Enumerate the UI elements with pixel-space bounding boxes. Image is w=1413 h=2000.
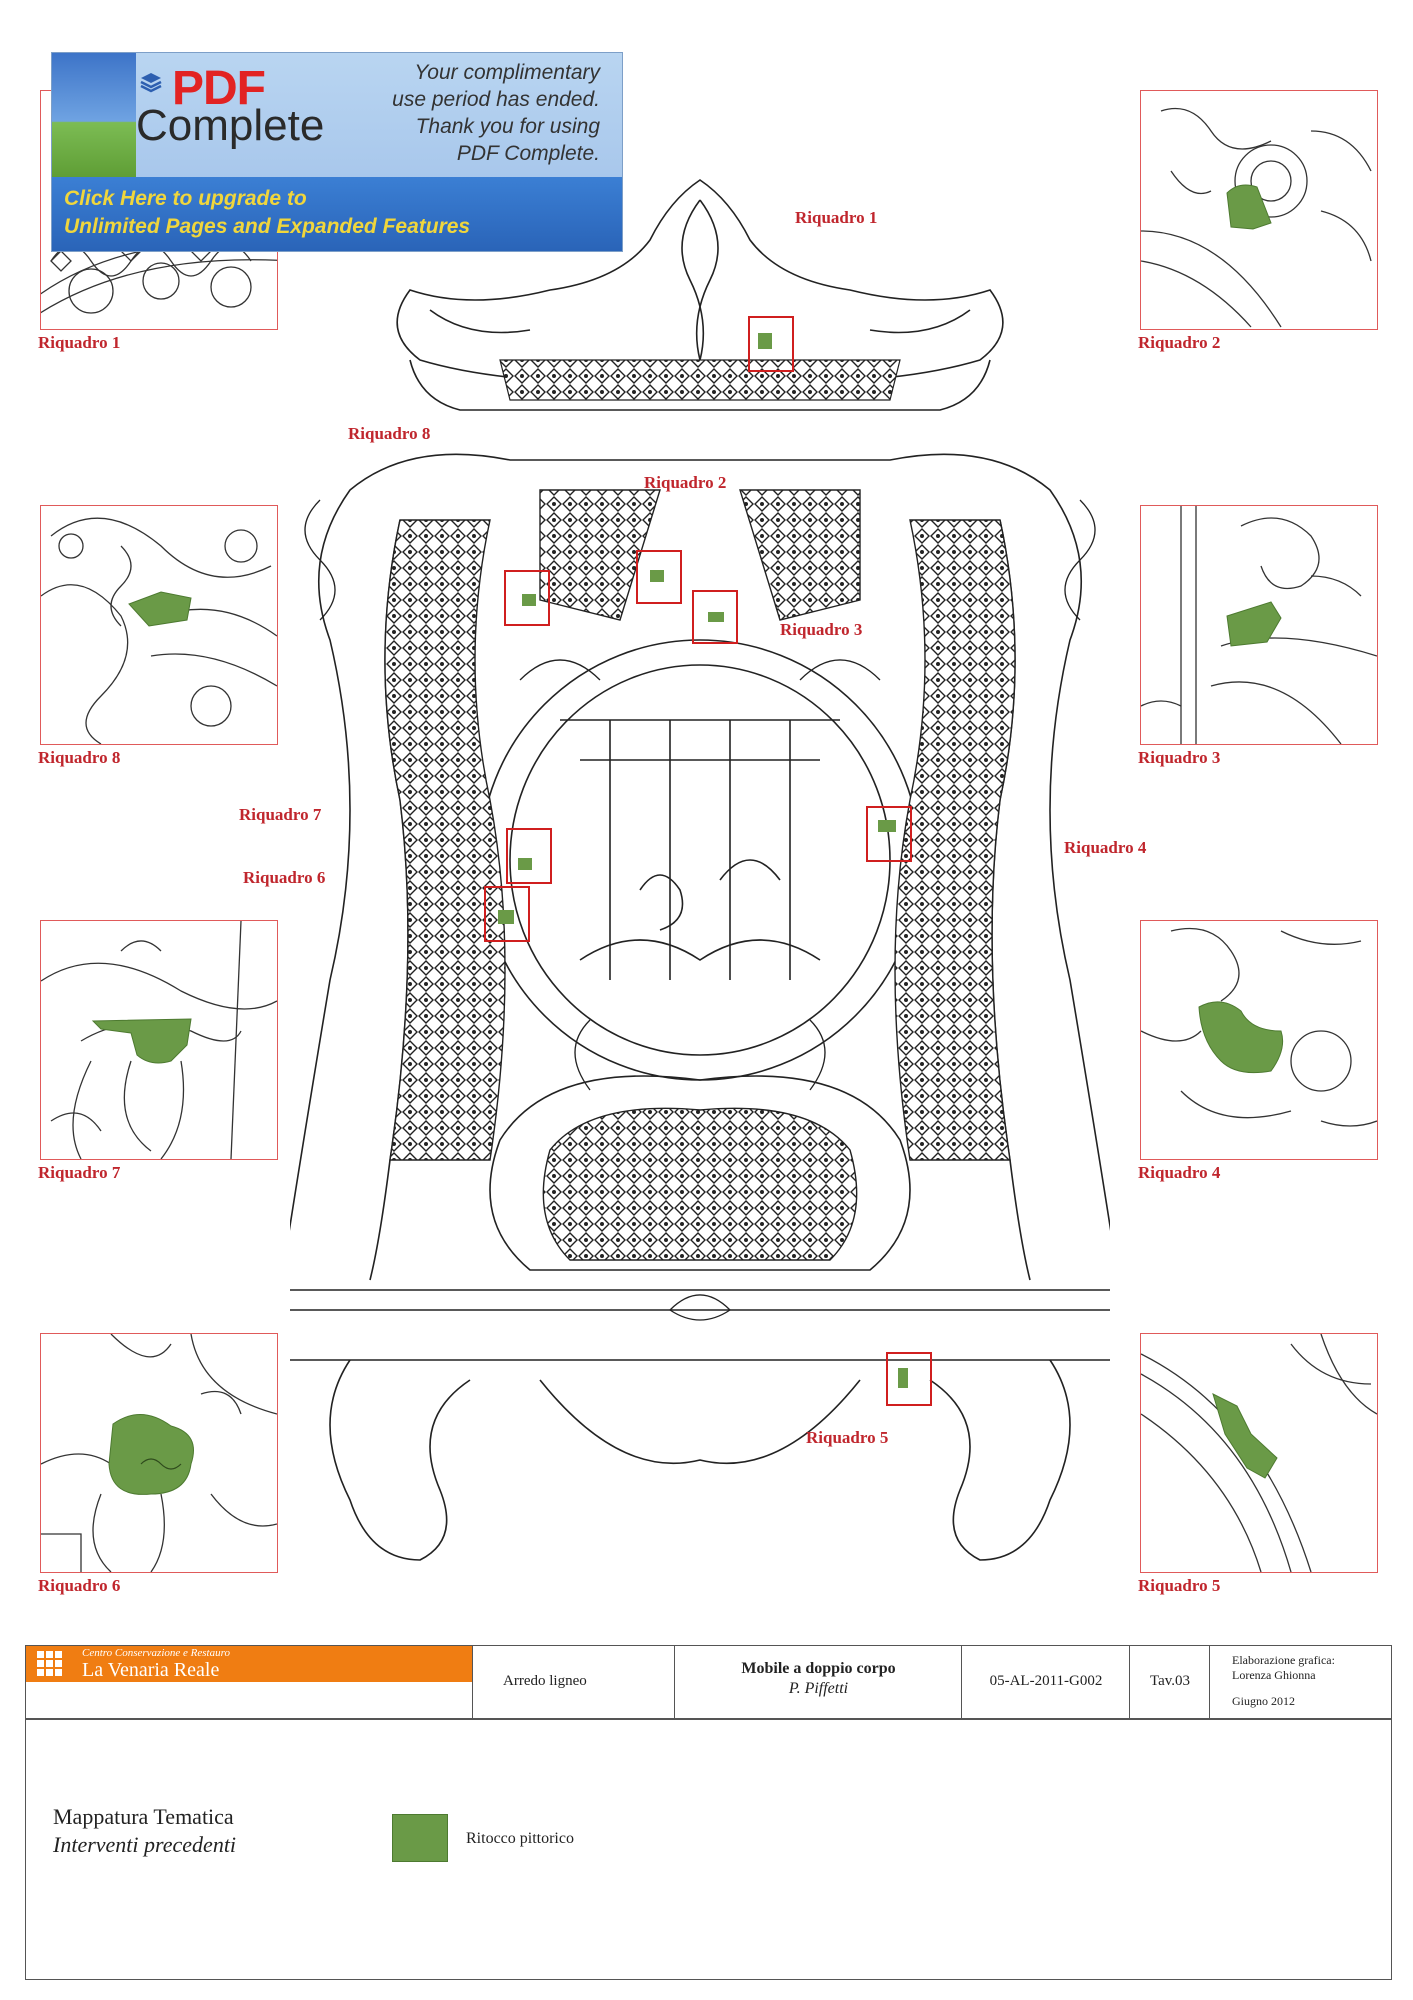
upper-left-lattice-panel <box>539 489 661 621</box>
sheet-cell: Tav.03 <box>1130 1646 1210 1718</box>
detail-panel-riquadro-5 <box>1140 1333 1378 1573</box>
callout-label: Riquadro 5 <box>806 1428 889 1447</box>
patch-6 <box>498 910 514 924</box>
cabinet-drawing <box>290 179 1110 1561</box>
header-row-divider <box>26 1718 1391 1720</box>
detail-panel-riquadro-2 <box>1140 90 1378 330</box>
credit-cell: Elaborazione grafica: Lorenza Ghionna Gi… <box>1210 1646 1393 1718</box>
institution-line2: La Venaria Reale <box>82 1659 220 1681</box>
category-text: Arredo ligneo <box>503 1673 587 1689</box>
patch-5 <box>898 1368 908 1388</box>
title-block: Centro Conservazione e Restauro La Venar… <box>25 1645 1392 1980</box>
detail-panel-riquadro-4 <box>1140 920 1378 1160</box>
message-line: Thank you for using <box>415 115 600 138</box>
sheet-number: Tav.03 <box>1149 1673 1191 1689</box>
expired-message: Your complimentary use period has ended.… <box>340 59 600 167</box>
institution-line1: Centro Conservazione e Restauro <box>82 1647 230 1659</box>
upgrade-line[interactable]: Unlimited Pages and Expanded Features <box>64 215 471 238</box>
patch-7 <box>518 858 532 870</box>
left-lattice-panel <box>384 519 506 1161</box>
upgrade-line[interactable]: Click Here to upgrade to <box>64 187 307 210</box>
panel-label: Riquadro 2 <box>1138 333 1221 352</box>
callout-label: Riquadro 6 <box>243 868 326 887</box>
detail-drawing-6 <box>41 1334 277 1572</box>
message-line: PDF Complete. <box>456 142 600 165</box>
lower-lattice-panel <box>542 1107 858 1261</box>
layers-logo-icon <box>140 71 162 93</box>
marker-riquadro-2 <box>636 550 682 604</box>
legend-item-label: Ritocco pittorico <box>466 1830 574 1847</box>
marker-riquadro-6 <box>484 886 530 942</box>
panel-label: Riquadro 1 <box>38 333 121 352</box>
credit-name: Lorenza Ghionna <box>1232 1668 1316 1682</box>
callout-label: Riquadro 4 <box>1064 838 1147 857</box>
marker-riquadro-8 <box>504 570 550 626</box>
marker-riquadro-1 <box>748 316 794 372</box>
patch-4 <box>878 820 896 832</box>
patch-8 <box>522 594 536 606</box>
date-text: Giugno 2012 <box>1232 1694 1295 1708</box>
institution-logo-icon <box>36 1650 64 1678</box>
brand-complete: Complete <box>136 101 325 150</box>
institution-cell: Centro Conservazione e Restauro La Venar… <box>26 1646 472 1718</box>
callout-label: Riquadro 3 <box>780 620 863 639</box>
institution-logo-bar <box>26 1646 472 1682</box>
callout-label: Riquadro 7 <box>239 805 322 824</box>
callout-label: Riquadro 1 <box>795 208 878 227</box>
legend-heading: Mappatura Tematica <box>53 1804 234 1829</box>
panel-label: Riquadro 4 <box>1138 1163 1221 1182</box>
message-line: use period has ended. <box>392 88 600 111</box>
detail-drawing-2 <box>1141 107 1372 328</box>
patch-1 <box>758 333 772 349</box>
panel-label: Riquadro 3 <box>1138 748 1221 767</box>
marker-riquadro-3 <box>692 590 738 644</box>
upgrade-link[interactable]: Click Here to upgrade to Unlimited Pages… <box>52 177 622 251</box>
detail-drawing-4 <box>1141 927 1377 1127</box>
code-cell: 05-AL-2011-G002 <box>962 1646 1130 1718</box>
legend-subheading: Interventi precedenti <box>53 1832 237 1857</box>
marker-riquadro-4 <box>866 806 912 862</box>
credit-label: Elaborazione grafica: <box>1232 1653 1335 1667</box>
detail-drawing-5 <box>1141 1334 1377 1572</box>
marker-riquadro-7 <box>506 828 552 884</box>
legend-swatch-ritocco <box>392 1814 448 1862</box>
object-title: Mobile a doppio corpo <box>741 1660 896 1677</box>
object-cell: Mobile a doppio corpo P. Piffetti <box>675 1646 962 1718</box>
detail-drawing-8 <box>41 517 277 744</box>
detail-panel-riquadro-6 <box>40 1333 278 1573</box>
callout-label: Riquadro 2 <box>644 473 727 492</box>
callout-label: Riquadro 8 <box>348 424 431 443</box>
patch-2 <box>650 570 664 582</box>
message-line: Your complimentary <box>414 61 600 84</box>
drawing-code: 05-AL-2011-G002 <box>989 1673 1103 1689</box>
panel-label: Riquadro 8 <box>38 748 121 767</box>
detail-drawing-3 <box>1141 506 1377 744</box>
pdf-complete-upgrade-banner[interactable]: PDF Complete Your complimentary use peri… <box>51 52 623 252</box>
marker-riquadro-5 <box>886 1352 932 1406</box>
cornice-lattice-band <box>499 359 901 401</box>
umbrella-jumper-photo <box>52 53 136 177</box>
brand-pdf: PDF <box>172 62 266 115</box>
detail-drawing-7 <box>41 921 277 1159</box>
object-author: P. Piffetti <box>788 1680 849 1697</box>
panel-label: Riquadro 7 <box>38 1163 121 1182</box>
upper-right-lattice-panel <box>739 489 861 621</box>
panel-label: Riquadro 5 <box>1138 1576 1221 1595</box>
panel-label: Riquadro 6 <box>38 1576 121 1595</box>
right-lattice-panel <box>894 519 1016 1161</box>
detail-panel-riquadro-3 <box>1140 505 1378 745</box>
patch-3 <box>708 612 724 622</box>
detail-panel-riquadro-7 <box>40 920 278 1160</box>
detail-panel-riquadro-8 <box>40 505 278 745</box>
category-cell: Arredo ligneo <box>472 1646 675 1718</box>
